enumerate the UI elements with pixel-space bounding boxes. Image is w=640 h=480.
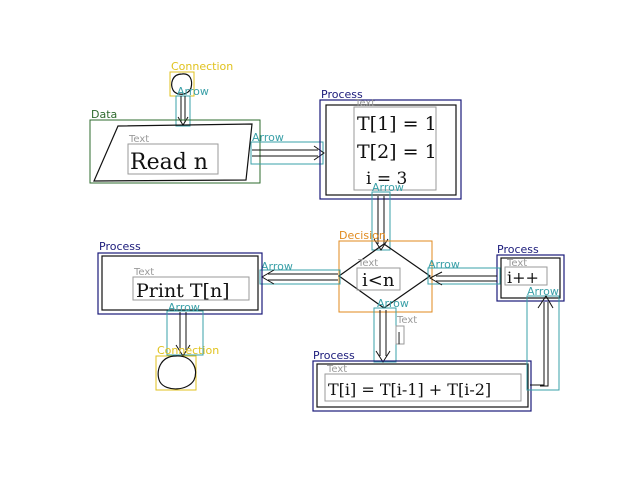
- connection-top-circle: [171, 73, 193, 95]
- arrow-label: Arrow: [428, 258, 460, 271]
- process-incr-text-box: [504, 266, 548, 286]
- arrow-label: Arrow: [252, 131, 284, 144]
- decision-text-box: [356, 267, 401, 291]
- data-read-box: [89, 119, 261, 184]
- process-init-text-box: [353, 106, 437, 191]
- process-init-inner: [325, 104, 457, 196]
- process-incr-content: i++: [507, 268, 539, 287]
- arrow-incr-to-decision: Arrow: [427, 258, 501, 286]
- process-print-text-box: [132, 276, 250, 301]
- process-incr-box: [496, 254, 565, 302]
- process-calc-inner: [316, 363, 529, 408]
- yes-mark-label: Text: [396, 315, 417, 326]
- process-print-label: Process: [99, 240, 141, 253]
- process-calc-node: Process Text T[i] = T[i-1] + T[i-2]: [312, 349, 532, 412]
- arrow-init-to-decision: Arrow: [371, 181, 404, 251]
- data-read-node: Data Text Read n: [89, 108, 261, 184]
- arrow-data-to-init: Arrow: [250, 131, 325, 165]
- yes-mark-box: [395, 325, 405, 345]
- arrow-label: Arrow: [177, 85, 209, 98]
- process-incr-inner: [500, 257, 561, 299]
- process-init-node: Process Text T[1] = 1 T[2] = 1 i = 3: [319, 88, 462, 200]
- arrow-label: Arrow: [527, 285, 559, 298]
- data-read-label: Data: [91, 108, 117, 121]
- yes-mark: Text |: [395, 315, 417, 345]
- data-read-text-box: [127, 143, 219, 175]
- process-calc-text-tag: Text: [326, 364, 347, 375]
- decision-text-tag: Text: [357, 258, 378, 269]
- arrow-print-to-connection: Arrow: [166, 301, 204, 357]
- arrow-calc-to-incr: Arrow: [526, 285, 560, 391]
- process-calc-label: Process: [313, 349, 355, 362]
- process-calc-box: [312, 360, 532, 412]
- process-init-line-2: T[2] = 1: [357, 141, 437, 163]
- process-init-label: Process: [321, 88, 363, 101]
- arrow-label: Arrow: [168, 301, 200, 314]
- process-init-line-3: i = 3: [366, 169, 407, 189]
- connection-bottom-circle: [157, 355, 197, 390]
- arrow-label: Arrow: [372, 181, 404, 194]
- process-print-text-tag: Text: [133, 267, 154, 278]
- data-read-content: Read n: [130, 150, 208, 175]
- process-incr-node: Process Text i++: [496, 243, 565, 302]
- connection-bottom: Connection: [155, 344, 219, 391]
- process-calc-content: T[i] = T[i-1] + T[i-2]: [328, 380, 491, 399]
- arrow-decision-to-print: Arrow: [259, 260, 341, 285]
- decision-label: Decision: [339, 229, 386, 242]
- data-parallelogram: [93, 123, 253, 182]
- arrow-label: Arrow: [377, 297, 409, 310]
- process-calc-text-box: [324, 373, 522, 402]
- process-incr-text-tag: Text: [506, 258, 527, 269]
- decision-content: i<n: [362, 270, 395, 291]
- data-read-text-tag: Text: [128, 134, 149, 145]
- process-init-text-tag: Text: [354, 98, 375, 109]
- process-print-node: Process Text Print T[n]: [97, 240, 263, 315]
- arrow-label: Arrow: [261, 260, 293, 273]
- process-init-line-1: T[1] = 1: [357, 113, 437, 135]
- process-print-inner: [101, 255, 259, 311]
- arrow-connection-to-data: Arrow: [175, 85, 209, 127]
- yes-mark-content: |: [397, 330, 401, 344]
- connection-bottom-label: Connection: [157, 344, 219, 357]
- process-print-content: Print T[n]: [136, 280, 230, 302]
- connection-top-label: Connection: [171, 60, 233, 73]
- process-incr-label: Process: [497, 243, 539, 256]
